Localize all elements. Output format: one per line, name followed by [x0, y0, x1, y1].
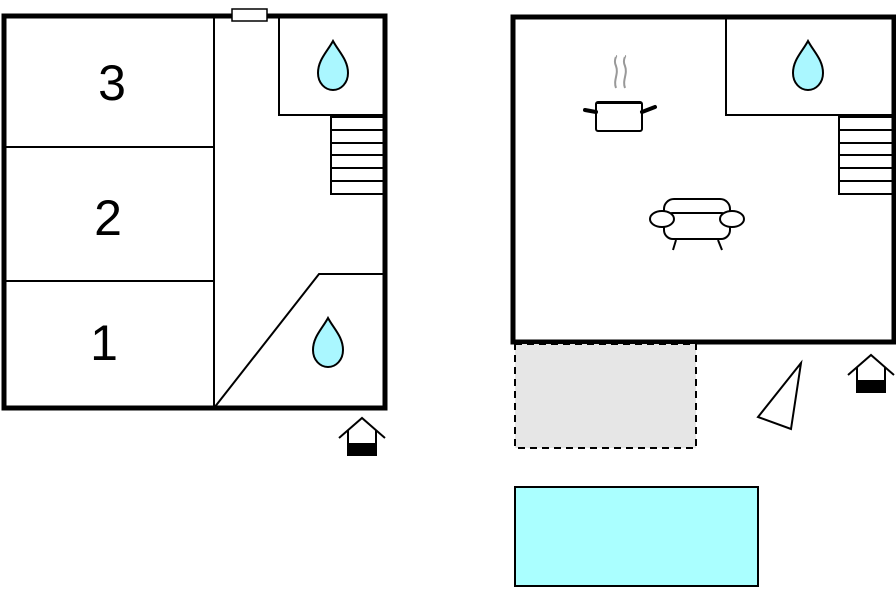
bathroom-upper — [278, 15, 386, 116]
window — [231, 8, 268, 22]
sofa-icon — [649, 198, 745, 251]
floor-left-walls — [1, 13, 388, 411]
north-arrow-icon — [756, 359, 803, 431]
water-drop-icon — [317, 40, 349, 91]
bathroom-right — [725, 16, 895, 116]
floor-right — [510, 14, 896, 587]
swimming-pool — [514, 486, 759, 587]
floor-left: 3 2 1 — [1, 8, 388, 456]
water-drop-icon — [792, 40, 824, 91]
water-drop-icon — [312, 317, 344, 368]
house-entrance-icon — [338, 417, 386, 456]
floor-right-walls — [510, 14, 896, 345]
bathroom-lower — [211, 273, 386, 409]
room-label-1: 1 — [90, 315, 118, 371]
stairs-icon — [838, 116, 894, 195]
terrace — [514, 343, 697, 449]
house-entrance-icon — [847, 354, 895, 393]
room-label-2: 2 — [94, 190, 122, 246]
room-label-3: 3 — [98, 55, 126, 111]
stairs-icon — [330, 116, 385, 195]
cooking-pot-icon — [583, 55, 657, 132]
